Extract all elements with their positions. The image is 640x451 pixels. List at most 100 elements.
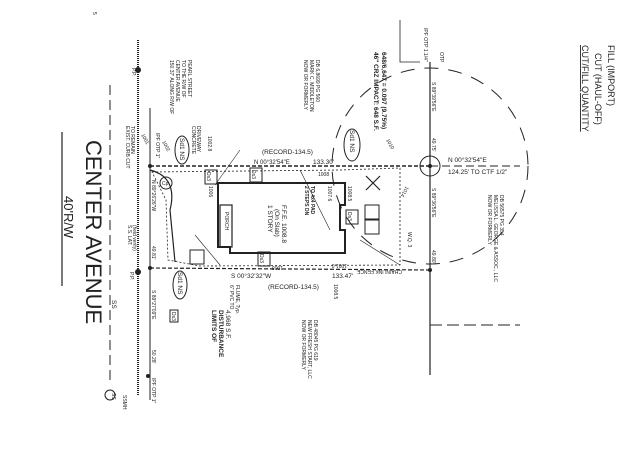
south-bearing: S 00°32'32"W <box>231 272 272 280</box>
street-name: CENTER AVENUE <box>81 140 106 324</box>
downspout-box <box>249 167 263 183</box>
north-distance: 133.30' <box>313 159 334 166</box>
svg-text:EXIST. CURB CUT: EXIST. CURB CUT <box>124 126 130 169</box>
contour-label: 1002.8 <box>206 136 212 152</box>
svg-text:NOW OR FORMERLY: NOW OR FORMERLY <box>486 195 492 246</box>
svg-text:(field verify): (field verify) <box>131 225 137 251</box>
iron-pin <box>428 268 432 272</box>
contour-label: 1006 <box>207 186 213 197</box>
svg-text:CONCRETE: CONCRETE <box>190 126 196 155</box>
otp-label: OTP <box>438 52 444 63</box>
utility-pole <box>135 269 141 275</box>
south-record: (RECORD-134.5) <box>268 284 319 291</box>
svg-text:TO THE R/W OF: TO THE R/W OF <box>180 60 186 98</box>
ds3-label: Ds3 <box>170 312 176 321</box>
ds3-label: Ds3 <box>258 254 264 263</box>
rear-south-distance: 49.80' <box>430 250 436 264</box>
ds3-label: Ds3 <box>250 170 256 179</box>
corner-mark: 5 <box>91 12 97 15</box>
hvac-unit <box>364 204 380 220</box>
rear-south-bearing: S 89°36'56"E <box>430 188 436 218</box>
ds3-label: Ds3 <box>346 212 352 221</box>
svg-text:LIMITS OF: LIMITS OF <box>210 310 217 342</box>
iron-pin <box>428 164 432 168</box>
rear-distance: 49.75' <box>430 138 436 152</box>
contour-label: 1001 <box>139 133 150 146</box>
cp-label: Cp <box>162 181 169 187</box>
sd1-ellipse <box>343 128 361 162</box>
north-bearing: N 00°32'54"E <box>254 160 290 166</box>
front-south-bearing: S 89°27'09"E <box>150 290 156 320</box>
fence-label: CHAINLINK FENCE <box>356 268 402 274</box>
street-row: 40'R/W <box>61 196 76 239</box>
svg-text:46" CRZ IMPACT: 648 S.F.: 46" CRZ IMPACT: 648 S.F. <box>372 52 379 131</box>
sd1-label: Sd1 NS <box>348 130 355 153</box>
svg-text:CENTER AVENUE: CENTER AVENUE <box>174 60 180 103</box>
svg-text:FLUME, Typ.: FLUME, Typ. <box>234 285 240 314</box>
svg-text:DB 56575 PG 354: DB 56575 PG 354 <box>498 195 504 236</box>
fill-label: FILL (IMPORT) <box>606 45 616 106</box>
contour-label: 1008.5 <box>346 186 352 202</box>
contour-label: 1014 <box>399 185 410 198</box>
cut-fill-table: CUT/FILL QUANTITY CUT (HAUL-OFF) FILL (I… <box>580 45 616 132</box>
sd1-ellipse <box>174 135 190 165</box>
contour-label: 1001.0 <box>331 262 347 268</box>
svg-text:DB 48045 PG 619: DB 48045 PG 619 <box>312 320 318 361</box>
svg-text:150.37' ALONG R/W OF: 150.37' ALONG R/W OF <box>168 60 174 114</box>
contour-label: 1007.6 <box>326 186 332 202</box>
ss-lat-note: S.S. LAT.(field verify) <box>126 225 137 251</box>
svg-text:4,968 S.F.: 4,968 S.F. <box>224 310 231 339</box>
svg-text:TO 4x4 PAD: TO 4x4 PAD <box>309 186 315 215</box>
wq-label: W.Q. 3 <box>406 232 412 248</box>
utility-pole <box>135 67 141 73</box>
downspout-box <box>257 251 271 267</box>
downspout-box <box>204 169 218 185</box>
hvac-unit <box>364 219 380 235</box>
critical-root-zone <box>331 67 529 265</box>
svg-text:6" PVC TO: 6" PVC TO <box>228 285 234 309</box>
svg-text:PEARL STREET: PEARL STREET <box>186 60 192 97</box>
tree-removal-icon <box>365 175 381 191</box>
tree-trunk-icon <box>419 155 441 177</box>
cp-circle <box>159 176 173 190</box>
svg-text:S.S. LAT.: S.S. LAT. <box>126 225 132 245</box>
contour-label: 1002 <box>160 140 171 153</box>
leader-lines <box>194 149 401 266</box>
front-south-distance: 50.28' <box>150 350 156 364</box>
manhole-icon <box>104 389 116 401</box>
south-distance: 133.47' <box>332 273 353 280</box>
leader-line <box>399 20 420 63</box>
svg-text:648/6,647 = 0.097 (9.75%): 648/6,647 = 0.097 (9.75%) <box>380 52 387 129</box>
svg-text:(On Slab): (On Slab) <box>273 209 280 237</box>
iron-pin <box>146 374 150 378</box>
manhole-symbol: SS <box>110 393 116 400</box>
front-bearing: N 89°26'26"W <box>150 180 156 211</box>
sd1-label: Sd1 NS <box>178 138 185 161</box>
svg-text:NOW OR FORMERLY: NOW OR FORMERLY <box>300 320 306 371</box>
svg-text:DRIVEWAY: DRIVEWAY <box>195 126 201 153</box>
svg-text:DISTURBANCE: DISTURBANCE <box>217 310 224 358</box>
svg-text:DB 6,8699 PG 560: DB 6,8699 PG 560 <box>314 60 320 102</box>
ds3-label: Ds3 <box>205 172 211 181</box>
contour-label: 1008 <box>272 264 283 270</box>
limits-of-disturbance <box>151 167 401 267</box>
manhole-label: SSMH <box>121 395 127 410</box>
sewer-label: SS <box>110 300 117 309</box>
sd1-ellipse <box>172 270 188 300</box>
sd1-label: Sd1 NS <box>176 272 183 295</box>
pp-label: P.P. <box>130 68 136 76</box>
svg-text:2 STEPS DN: 2 STEPS DN <box>303 186 309 216</box>
rear-bearing: S 89°39'56"E <box>430 82 436 112</box>
contour-label: 1008.5 <box>332 284 338 300</box>
svg-text:MARK C. MIDDLETON: MARK C. MIDDLETON <box>308 60 314 112</box>
south-lot-line <box>149 267 431 271</box>
svg-text:MELISSA L. GEORGE & ASSOC., LL: MELISSA L. GEORGE & ASSOC., LLC <box>492 195 498 282</box>
